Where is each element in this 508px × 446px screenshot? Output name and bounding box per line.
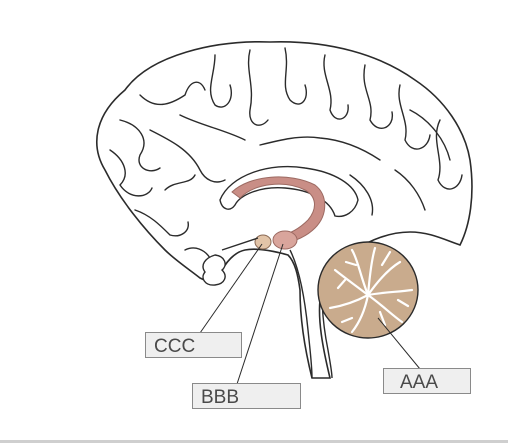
gyri-lines: [109, 47, 463, 259]
label-bbb: BBB: [192, 383, 301, 409]
cerebrum-outline: [96, 41, 473, 379]
cerebellum-folia: [328, 246, 414, 334]
label-aaa: AAA: [383, 368, 471, 394]
bottom-divider: [0, 440, 508, 443]
leader-line-bbb: [236, 243, 284, 385]
leader-line-ccc: [199, 243, 263, 334]
structure-ccc: [254, 234, 272, 250]
label-ccc: CCC: [145, 332, 242, 358]
pituitary-region: [202, 237, 259, 286]
corpus-callosum: [219, 165, 359, 218]
leader-lines: [199, 243, 421, 385]
structure-bbb: [272, 230, 298, 250]
leader-line-aaa: [377, 317, 421, 370]
